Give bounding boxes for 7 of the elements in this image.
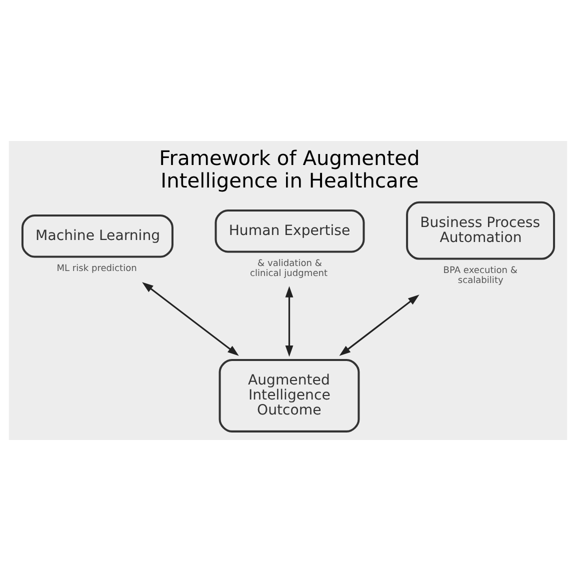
arrow	[339, 294, 420, 356]
arrow	[285, 286, 294, 356]
node-label: & validation & clinical judgment	[250, 258, 328, 279]
diagram-title: Framework of Augmented Intelligence in Healthcare	[159, 146, 420, 192]
node-label: BPA execution & scalability	[443, 266, 518, 286]
arrow	[142, 282, 239, 356]
node-label: ML risk prediction	[56, 264, 137, 274]
